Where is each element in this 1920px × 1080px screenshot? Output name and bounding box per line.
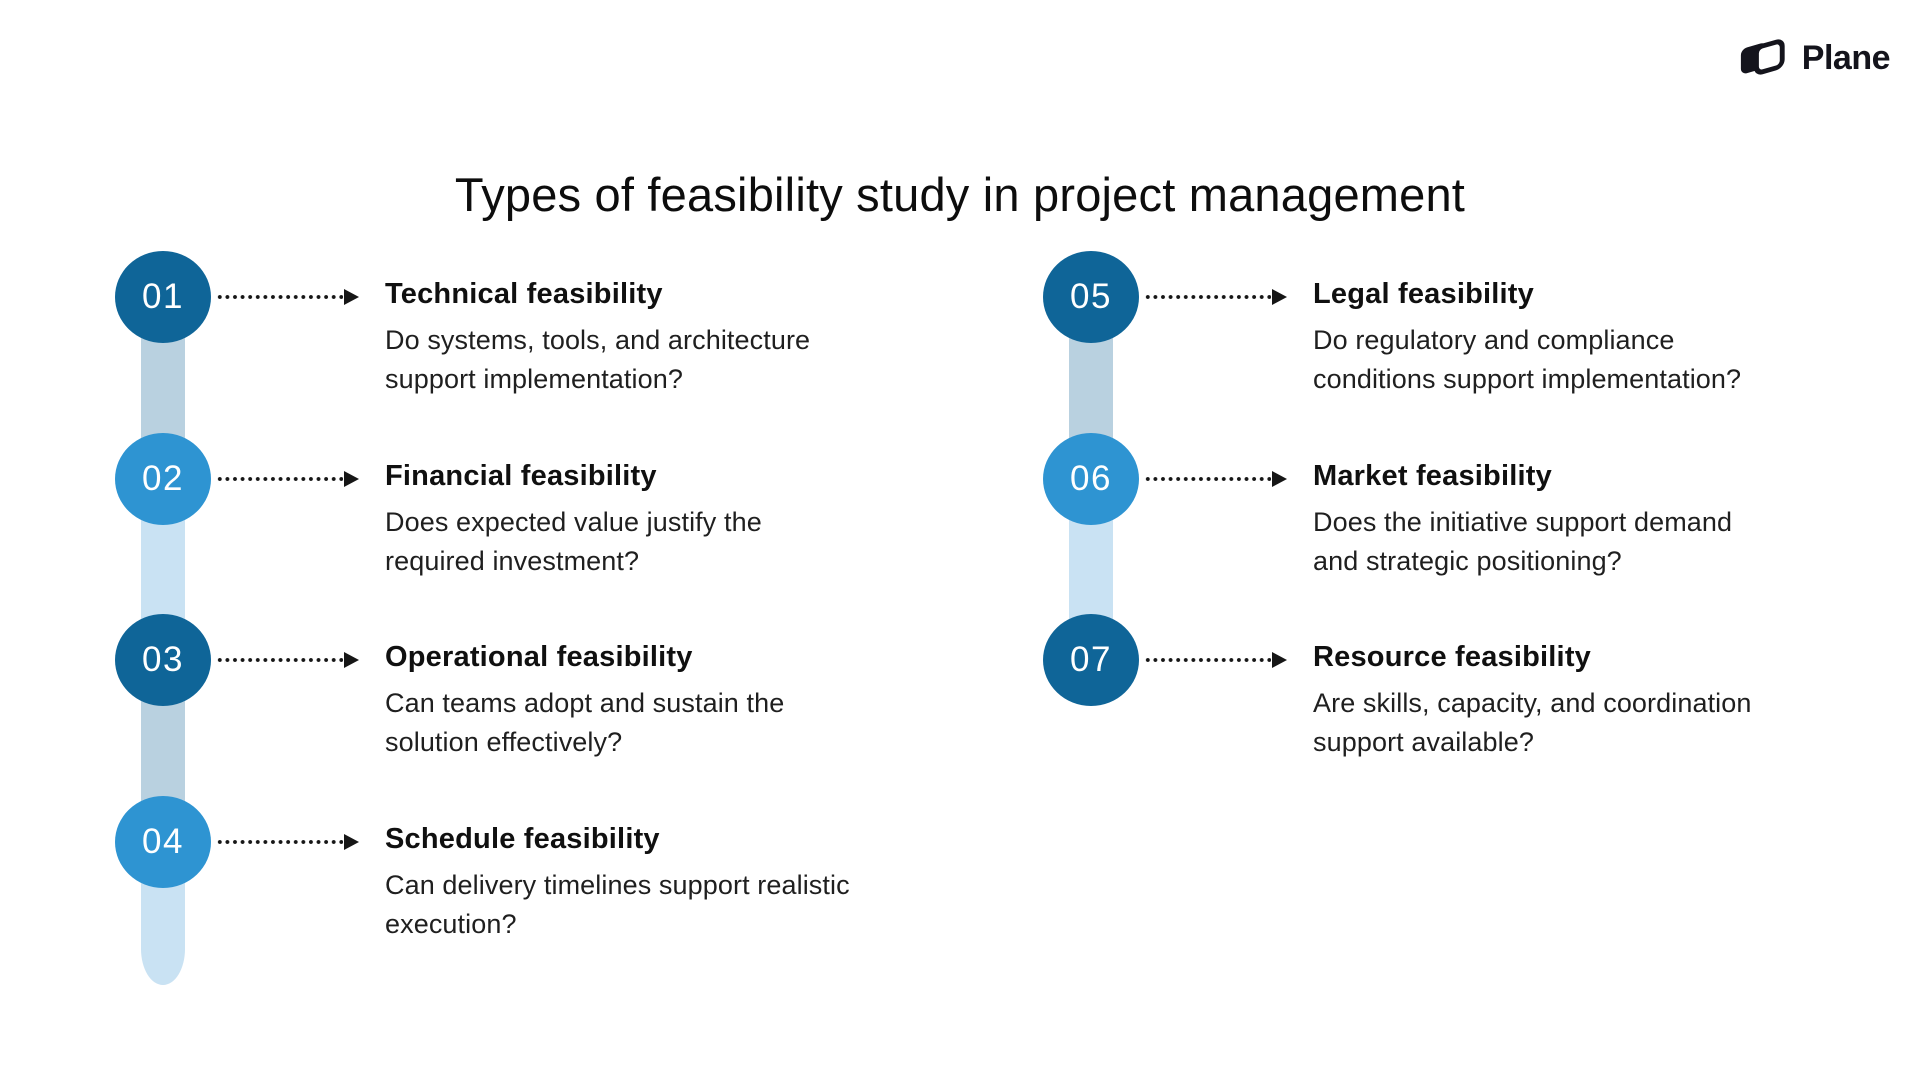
arrow-icon	[344, 289, 359, 305]
item-title: Resource feasibility	[1313, 641, 1591, 673]
step-number: 03	[142, 640, 184, 679]
left-column: 01 Technical feasibility Do systems, too…	[115, 250, 1075, 1010]
arrow-icon	[344, 652, 359, 668]
item-description: Can delivery timelines support realistic…	[385, 869, 850, 939]
item-title: Operational feasibility	[385, 641, 693, 673]
arrow-icon	[1272, 470, 1287, 487]
dotted-connector	[216, 657, 343, 663]
step-number: 07	[1070, 640, 1112, 679]
step-badge-02: 02	[115, 432, 211, 525]
dotted-connector	[1144, 475, 1271, 482]
step-badge-03: 03	[115, 614, 211, 706]
step-badge-01: 01	[115, 251, 211, 343]
item-description: Does expected value justify the required…	[385, 506, 762, 576]
step-number: 02	[142, 458, 184, 498]
item-description: Are skills, capacity, and coordination s…	[1313, 688, 1752, 757]
right-column: 05 Legal feasibility Do regulatory and c…	[1043, 250, 1920, 1010]
item-description: Can teams adopt and sustain the solution…	[385, 688, 785, 757]
arrow-icon	[1272, 652, 1287, 668]
item-title: Market feasibility	[1313, 459, 1552, 492]
plane-logo: Plane	[1736, 34, 1891, 82]
page-title: Types of feasibility study in project ma…	[454, 168, 1466, 222]
step-badge-05: 05	[1043, 251, 1139, 343]
arrow-icon	[1272, 289, 1287, 305]
step-number: 06	[1070, 458, 1112, 498]
item-description: Do regulatory and compliance conditions …	[1313, 325, 1742, 394]
item-title: Financial feasibility	[385, 459, 657, 492]
step-number: 04	[142, 821, 184, 861]
dotted-connector	[216, 475, 343, 482]
step-badge-06: 06	[1043, 432, 1139, 525]
step-badge-04: 04	[115, 795, 211, 888]
step-badge-07: 07	[1043, 614, 1139, 706]
item-description: Does the initiative support demand and s…	[1313, 506, 1733, 576]
item-title: Legal feasibility	[1313, 278, 1534, 310]
dotted-connector	[1144, 657, 1271, 663]
dotted-connector	[216, 294, 343, 300]
step-number: 05	[1070, 277, 1112, 316]
plane-logo-icon	[1736, 34, 1792, 82]
item-title: Schedule feasibility	[385, 822, 660, 855]
arrow-icon	[344, 833, 359, 850]
dotted-connector	[1144, 294, 1271, 300]
dotted-connector	[216, 838, 343, 845]
item-description: Do systems, tools, and architecture supp…	[385, 325, 811, 394]
plane-logo-wordmark: Plane	[1801, 38, 1891, 77]
arrow-icon	[344, 470, 359, 487]
item-title: Technical feasibility	[385, 278, 663, 310]
step-number: 01	[142, 277, 184, 316]
